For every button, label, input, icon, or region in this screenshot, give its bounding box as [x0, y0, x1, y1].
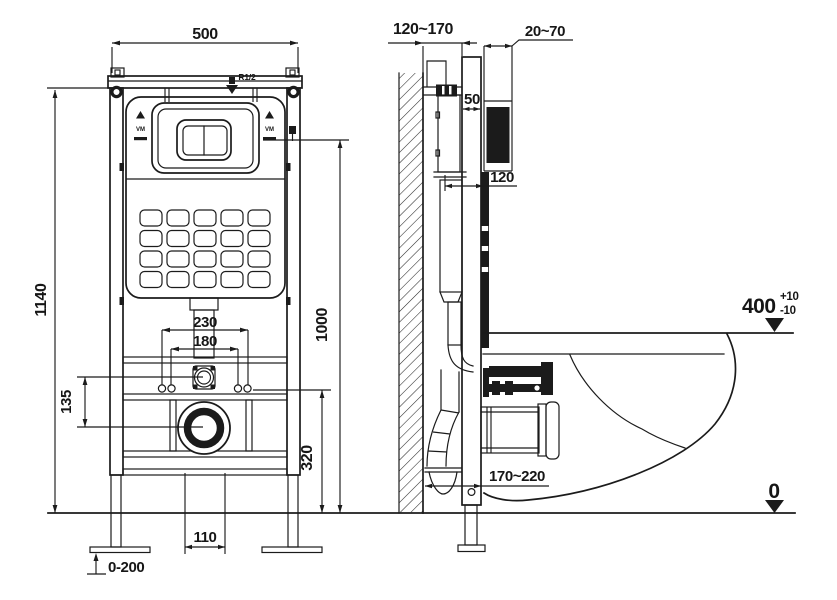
level-mark-right: VM: [263, 111, 276, 141]
level-mark-right-label: VM: [265, 127, 274, 133]
dim-offset-135: 135: [58, 376, 203, 428]
water-inlet-fitting: R1/2: [226, 72, 256, 94]
dim-profile-50: 50: [463, 91, 480, 112]
mounting-grid: [139, 209, 271, 289]
actuator-rod-symbol: [289, 126, 296, 134]
foot-plate-left: [89, 546, 151, 554]
wall-hatch: [399, 73, 423, 513]
dim-label-inlet-drain: 135: [58, 390, 75, 414]
dim-label-wall-offset-top: 120~170: [393, 21, 453, 38]
dim-rods-180: 180: [170, 333, 239, 385]
side-foot: [464, 504, 478, 546]
dim-label-finish-depth: 20~70: [525, 23, 565, 40]
dim-label-inlet-thread: R1/2: [238, 72, 256, 82]
flush-plate-shaft: [483, 46, 513, 172]
level-marker-floor: 0: [765, 480, 784, 513]
dim-label-profile-depth: 50: [464, 91, 480, 108]
front-frame: [89, 67, 323, 554]
dim-frame-depth-120: 120: [444, 169, 517, 191]
dim-width-500: 500: [111, 26, 299, 73]
foot-plate-right: [261, 546, 323, 554]
flush-buttons: [176, 119, 232, 161]
front-view: R1/2 VM VM: [33, 26, 796, 576]
rim-level-triangle: [765, 318, 784, 332]
cistern-body: [125, 96, 286, 299]
dim-rods-230: 230: [161, 314, 249, 385]
dim-label-panel-height: 1000: [314, 308, 331, 342]
drain-elbow: [424, 409, 462, 495]
frame-rail-left: [109, 87, 124, 476]
wall-section: [398, 72, 424, 514]
side-foot-plate: [457, 544, 486, 553]
dim-finish-depth: 20~70: [484, 23, 573, 49]
dim-label-feet-range: 0-200: [108, 559, 144, 576]
drain-outlet: [177, 401, 231, 455]
dim-label-rods-outer: 230: [193, 314, 217, 331]
dim-label-outlet-width: 110: [194, 529, 217, 546]
dim-outlet-110: 110: [185, 529, 225, 550]
flush-fittings: [483, 362, 553, 397]
dim-label-floor-level: 0: [768, 480, 779, 503]
dim-label-rim-height: 400: [742, 295, 776, 318]
outlet-pipe: [480, 401, 560, 460]
level-marker-rim: 400 +10 -10: [742, 291, 799, 332]
rail-hole: [467, 488, 476, 497]
wall-bracket: [423, 60, 463, 97]
dim-height-1140: 1140: [33, 87, 109, 513]
dim-label-wall-offset-bottom: 170~220: [489, 468, 545, 485]
dim-label-height: 1140: [33, 283, 50, 317]
side-view: 120~170 20~70 50 120 170~220: [388, 21, 799, 553]
dim-label-frame-depth: 120: [490, 169, 514, 186]
dim-label-rim-tol-plus: +10: [780, 291, 799, 303]
dim-label-rods-inner: 180: [193, 333, 217, 350]
side-cistern: [433, 94, 474, 413]
dim-wall-offset-bottom: 170~220: [425, 468, 549, 489]
front-cistern: VM VM: [125, 96, 296, 359]
dim-wall-offset-top: 120~170: [388, 21, 477, 72]
dim-drain-320: 320: [253, 389, 331, 513]
level-mark-left: VM: [134, 111, 147, 141]
foot-left: [110, 474, 122, 548]
floor-level-triangle: [765, 500, 784, 513]
frame-rail-right: [286, 87, 301, 476]
toilet-bowl: [482, 332, 794, 502]
level-mark-left-label: VM: [136, 127, 145, 133]
dim-feet-0-200: 0-200: [87, 553, 145, 576]
flush-plate-recess: [151, 102, 260, 174]
foot-right: [287, 474, 299, 548]
dim-label-width: 500: [192, 26, 218, 43]
dim-label-drain-height: 320: [299, 445, 316, 471]
dim-panel-1000: 1000: [263, 139, 349, 513]
dim-label-rim-tol-minus: -10: [780, 305, 796, 317]
